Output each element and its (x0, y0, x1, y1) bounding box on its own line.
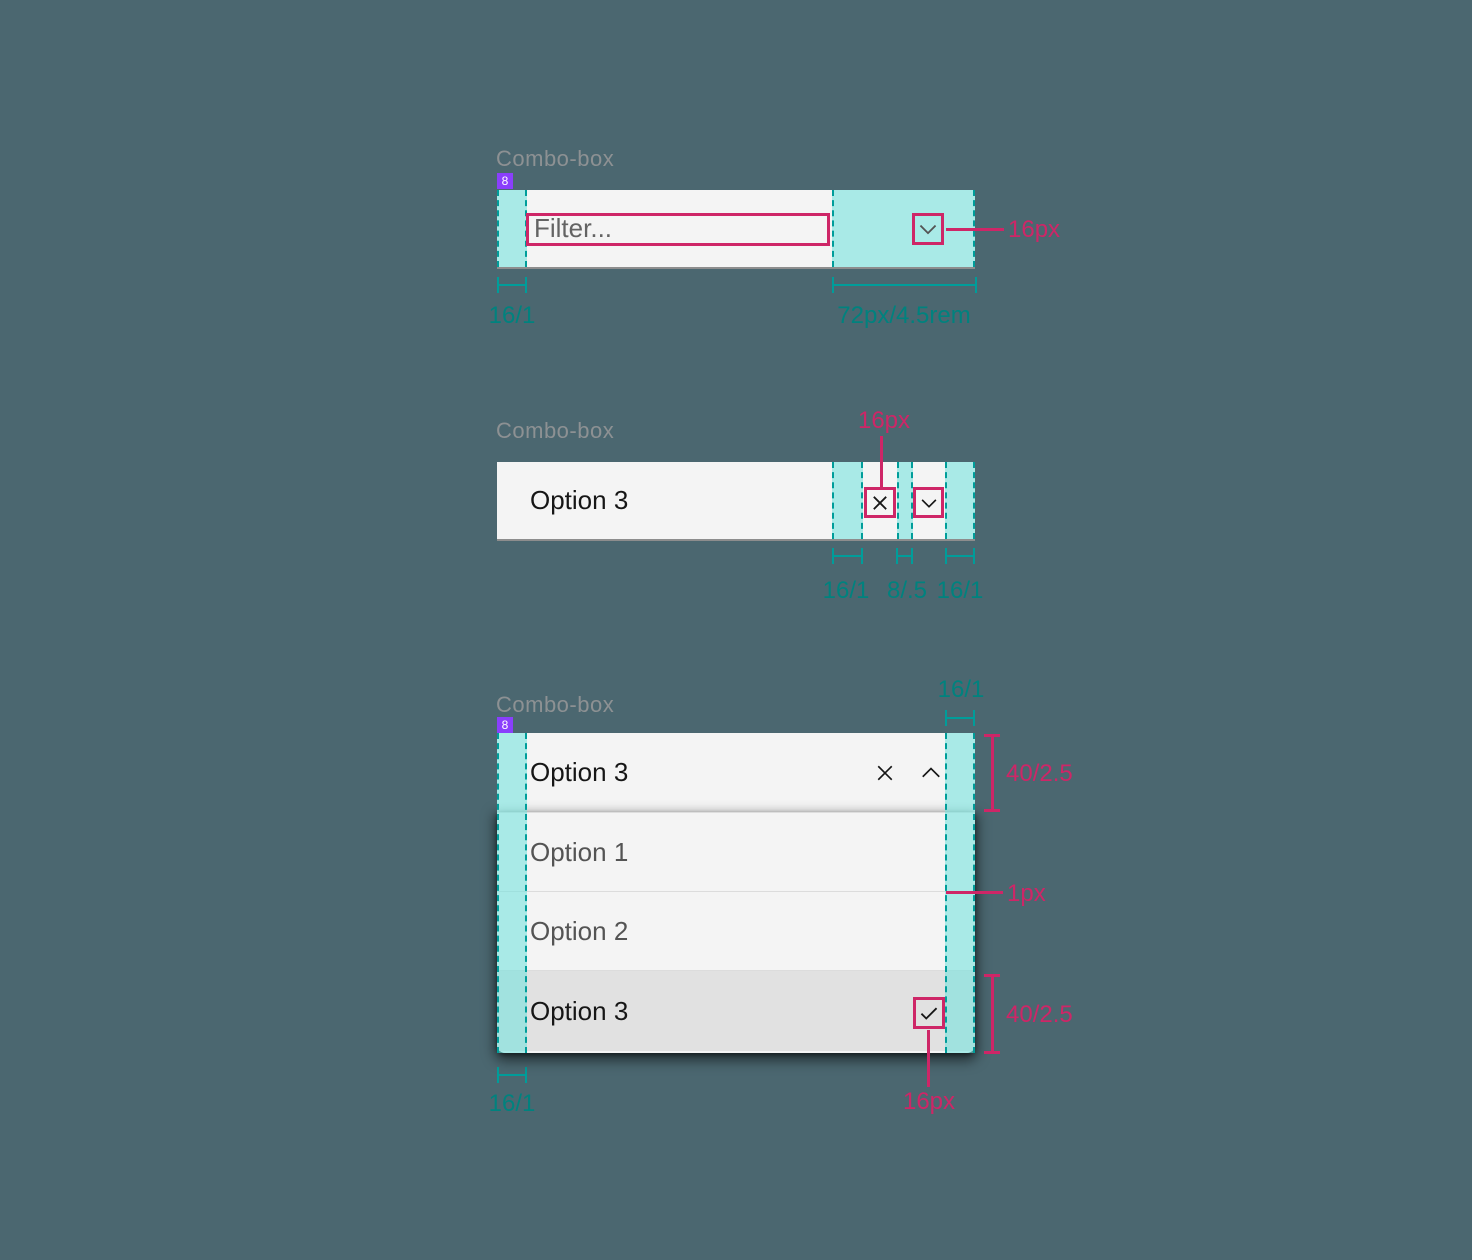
left-padding-ruler (497, 277, 527, 293)
spacing-highlight-16 (832, 462, 863, 539)
menu-item-label: Option 2 (530, 915, 629, 946)
chevron-annotation-box (913, 487, 944, 518)
spacing-highlight-8 (897, 462, 913, 539)
combobox-label: Combo-box (496, 418, 615, 443)
spacing-ruler-16 (832, 548, 863, 564)
row-height-annotation: 40/2.5 (1006, 1001, 1073, 1028)
action-area-ruler (832, 277, 977, 293)
checkmark-annotation-box (913, 997, 945, 1029)
annotation-connector-line (880, 436, 883, 488)
close-icon[interactable] (873, 761, 897, 785)
divider-connector-line (946, 891, 1003, 894)
menu-item[interactable]: Option 2 (497, 892, 975, 971)
clear-annotation-box (864, 487, 896, 518)
combobox-label: Combo-box (496, 692, 615, 717)
left-padding-annotation: 16/1 (488, 1090, 536, 1117)
icon-size-annotation: 16px (857, 407, 911, 434)
combobox-closed-field[interactable]: Option 3 (497, 462, 975, 541)
menu-item[interactable]: Option 1 (497, 813, 975, 892)
selected-value: Option 3 (530, 485, 629, 515)
right-padding-ruler (945, 710, 975, 726)
checkmark-icon (918, 1002, 940, 1024)
spacing-annotation: 16/1 (822, 577, 870, 604)
selected-value: Option 3 (530, 757, 629, 787)
action-area-annotation: 72px/4.5rem (837, 302, 971, 329)
chevron-up-icon[interactable] (919, 761, 943, 785)
annotation-connector-line (946, 228, 1004, 231)
dropdown-menu: Option 1 Option 2 Option 3 (497, 812, 975, 1053)
spacing-annotation: 8/.5 (886, 577, 928, 604)
spacing-token-badge: 8 (497, 717, 513, 733)
spacing-token-badge: 8 (497, 173, 513, 189)
menu-item-selected[interactable]: Option 3 (497, 971, 975, 1051)
right-padding-highlight (945, 462, 975, 539)
left-padding-highlight (497, 733, 527, 1053)
filter-input[interactable] (526, 213, 830, 246)
right-padding-annotation: 16/1 (937, 676, 985, 703)
menu-item-label: Option 1 (530, 836, 629, 867)
left-padding-ruler (497, 1067, 527, 1083)
row-height-bracket (984, 974, 1000, 1054)
spacing-annotation: 16/1 (936, 577, 984, 604)
combobox-filter-field[interactable] (497, 190, 975, 269)
chevron-annotation-box (912, 213, 944, 245)
combobox-open-field[interactable]: Option 3 (497, 733, 975, 812)
field-height-annotation: 40/2.5 (1006, 760, 1073, 787)
spacing-ruler-16b (945, 548, 975, 564)
annotation-connector-line (927, 1030, 930, 1087)
icon-size-annotation: 16px (902, 1088, 956, 1115)
left-padding-annotation: 16/1 (488, 302, 536, 329)
icon-size-annotation: 16px (1008, 216, 1061, 243)
chevron-down-icon[interactable] (919, 493, 939, 513)
combobox-label: Combo-box (496, 146, 615, 171)
left-padding-highlight (497, 190, 527, 267)
spacing-ruler-8 (896, 548, 913, 564)
chevron-down-icon[interactable] (917, 218, 939, 240)
menu-item-label: Option 3 (530, 995, 629, 1026)
divider-annotation: 1px (1007, 880, 1046, 907)
close-icon[interactable] (869, 492, 891, 514)
field-height-bracket (984, 734, 1000, 812)
